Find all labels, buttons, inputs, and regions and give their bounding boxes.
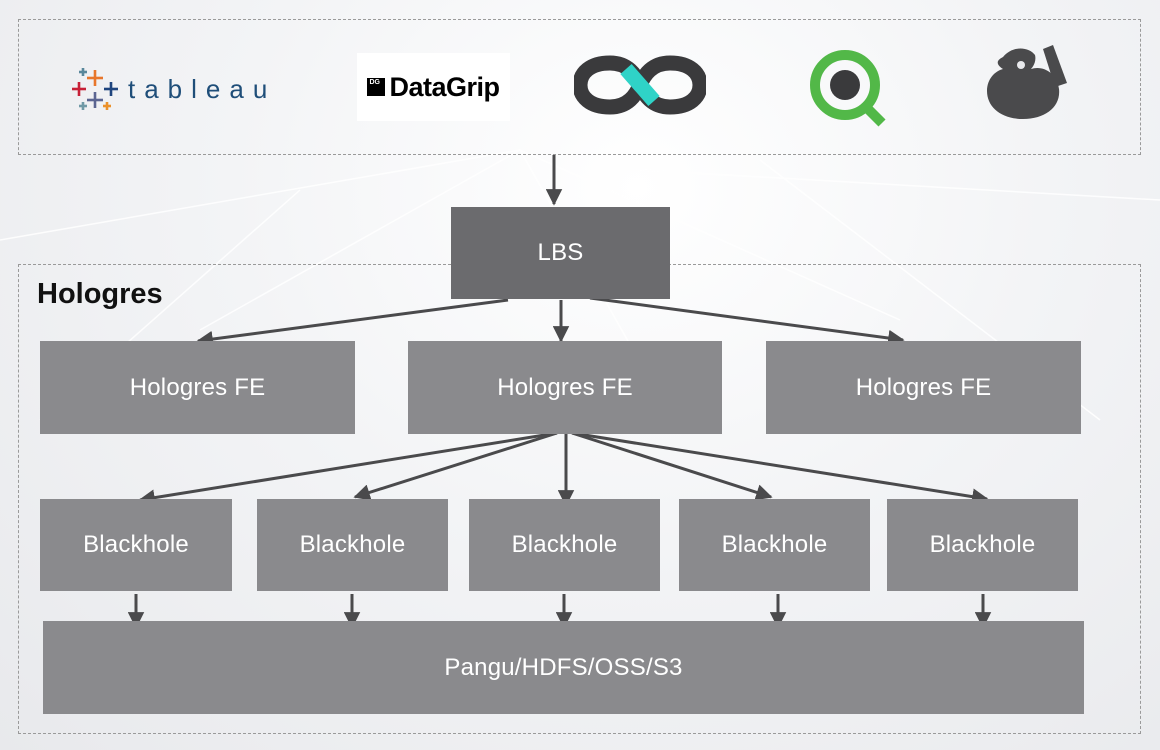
- blackhole-node: Blackhole: [887, 499, 1078, 591]
- blackhole-label: Blackhole: [83, 531, 189, 558]
- qlik-q-icon: [810, 50, 886, 127]
- datagrip-icon: DG: [367, 78, 386, 96]
- hologres-fe-label: Hologres FE: [129, 373, 266, 401]
- hologres-fe-label: Hologres FE: [855, 373, 992, 401]
- datagrip-logo: DG DataGrip: [357, 53, 510, 121]
- lbs-node: LBS: [451, 207, 670, 299]
- blackhole-label: Blackhole: [929, 531, 1036, 558]
- tableau-cross-icon: [72, 68, 118, 110]
- hologres-fe-label: Hologres FE: [497, 373, 633, 401]
- beaver-head-icon: [987, 45, 1067, 119]
- blackhole-label: Blackhole: [511, 531, 618, 558]
- hologres-fe-node: Hologres FE: [40, 341, 355, 434]
- storage-label: Pangu/HDFS/OSS/S3: [444, 653, 683, 681]
- blackhole-node: Blackhole: [679, 499, 870, 591]
- tableau-logo-text: tableau: [128, 74, 277, 104]
- blackhole-node: Blackhole: [469, 499, 660, 591]
- hologres-fe-node: Hologres FE: [408, 341, 722, 434]
- blackhole-node: Blackhole: [257, 499, 448, 591]
- lbs-label: LBS: [537, 239, 584, 266]
- hologres-section-title: Hologres: [37, 278, 163, 310]
- datagrip-logo-text: DataGrip: [389, 71, 500, 102]
- blackhole-node: Blackhole: [40, 499, 232, 591]
- blackhole-label: Blackhole: [299, 531, 406, 558]
- blackhole-label: Blackhole: [721, 531, 828, 558]
- hologres-fe-node: Hologres FE: [766, 341, 1081, 434]
- storage-node: Pangu/HDFS/OSS/S3: [43, 621, 1084, 714]
- infinity-icon: [574, 55, 706, 115]
- tools-container: [18, 19, 1141, 155]
